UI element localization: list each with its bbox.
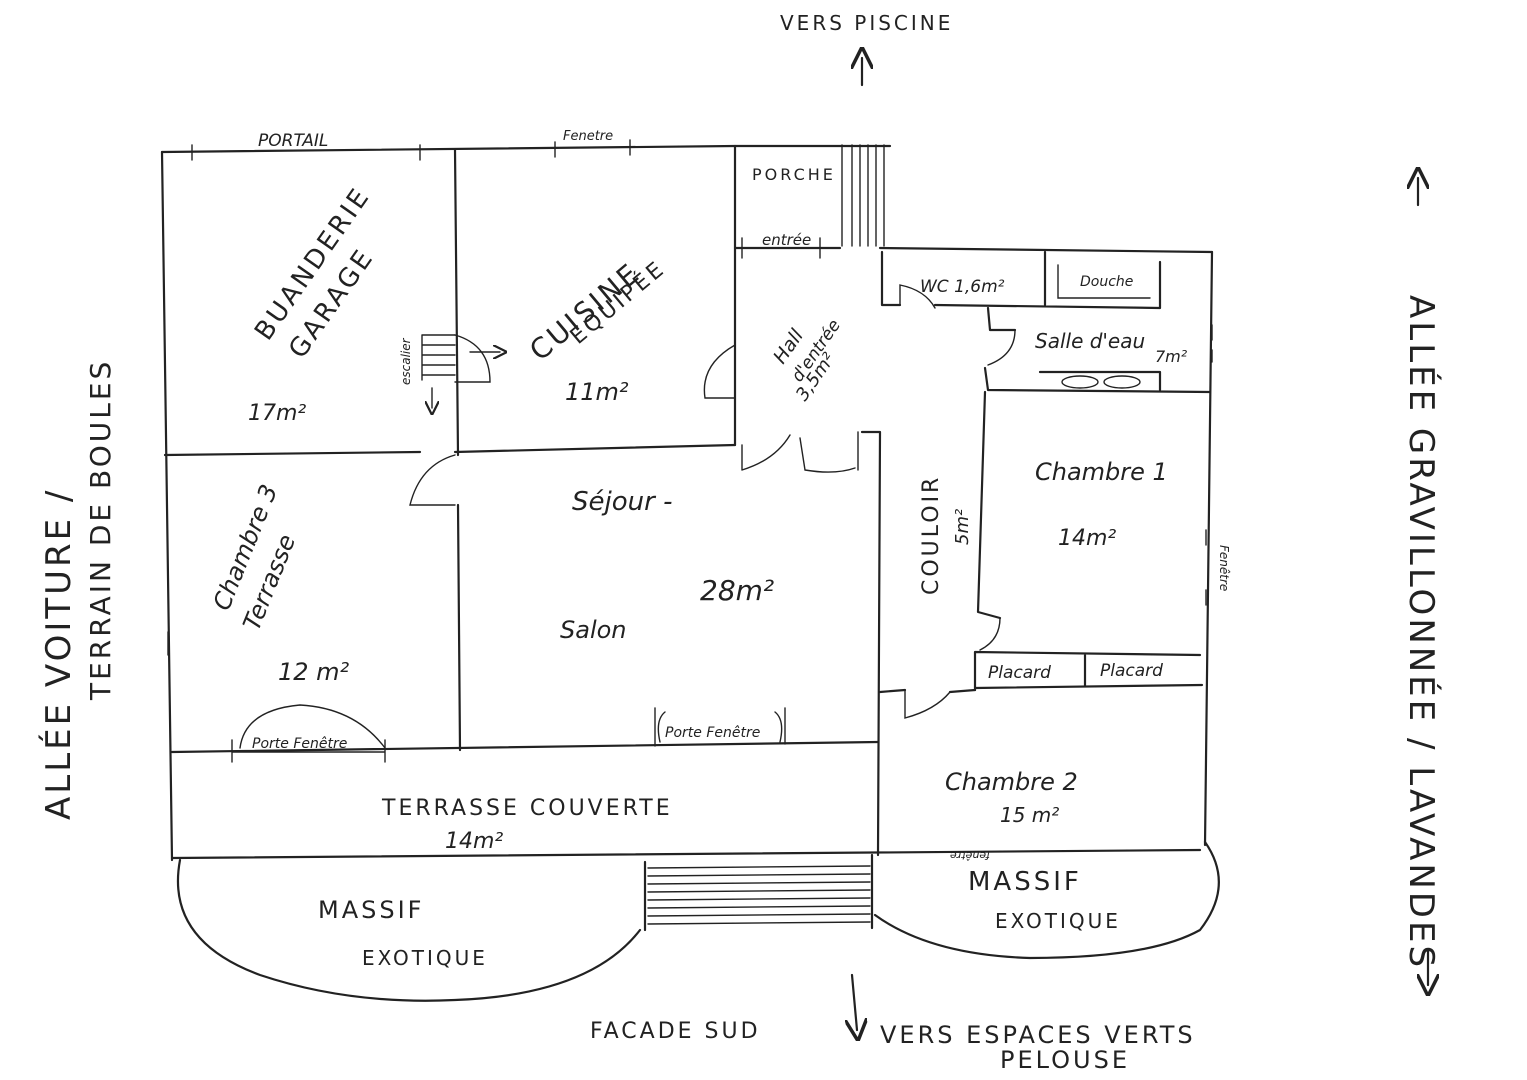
label-cuisine-area: 11m² — [565, 378, 629, 406]
opening-ticks — [167, 139, 1213, 763]
wall-east-block-north — [878, 246, 1214, 254]
massif-right-outline — [873, 840, 1220, 960]
label-douche: Douche — [1080, 274, 1133, 290]
label-pelouse: PELOUSE — [1000, 1046, 1130, 1074]
label-couloir-area: 5m² — [952, 509, 973, 545]
label-sejour: Séjour - — [572, 487, 672, 517]
label-massif-right: MASSIF — [968, 867, 1082, 897]
label-placard-2: Placard — [1100, 661, 1163, 681]
wall-buanderie-chambre3 — [163, 443, 737, 457]
label-sejour-area: 28m² — [700, 574, 774, 607]
wall-buanderie-cuisine — [453, 148, 460, 457]
label-fenetre-right: Fenêtre — [1217, 545, 1231, 591]
interior-stair — [421, 334, 500, 408]
label-fenetre-bottom: fenêtre — [950, 849, 990, 862]
label-terrasse-couverte: TERRASSE COUVERTE — [381, 796, 673, 821]
label-escalier: escalier — [399, 337, 413, 385]
label-couloir: COULOIR — [919, 475, 944, 595]
label-entree: entrée — [762, 231, 811, 249]
label-chambre2: Chambre 2 — [945, 768, 1078, 796]
wall-chambre3-sejour — [456, 503, 462, 752]
porch-stairs — [841, 144, 885, 247]
label-porte-fenetre-1: Porte Fenêtre — [252, 736, 347, 752]
label-allee-voiture: ALLÉE VOITURE / — [38, 488, 79, 820]
label-salon: Salon — [560, 616, 627, 644]
wall-porche — [733, 144, 892, 447]
door-swings — [239, 284, 1016, 749]
label-porte-fenetre-2: Porte Fenêtre — [665, 725, 760, 741]
label-chambre2-area: 15 m² — [1000, 803, 1059, 827]
label-chambre1-area: 14m² — [1058, 526, 1116, 551]
label-vers-espaces-verts: VERS ESPACES VERTS — [880, 1021, 1196, 1049]
label-salle-eau-area: 7m² — [1155, 347, 1188, 366]
label-placard-1: Placard — [988, 663, 1051, 683]
wall-salle-eau — [983, 306, 1212, 394]
label-vers-piscine: VERS PISCINE — [780, 11, 953, 35]
south-stairs — [643, 853, 874, 932]
wall-east — [1203, 250, 1214, 847]
label-porche: PORCHE — [752, 165, 836, 184]
label-terrain-boules: TERRAIN DE BOULES — [84, 359, 117, 701]
wall-chambre2-north — [878, 688, 977, 694]
wall-west — [160, 150, 174, 862]
wall-wc — [880, 250, 1162, 310]
wall-north-left — [160, 144, 737, 154]
label-chambre3-area: 12 m² — [278, 658, 350, 686]
label-facade-sud: FACADE SUD — [590, 1019, 761, 1044]
label-exotique-right: EXOTIQUE — [995, 909, 1121, 933]
label-massif-left: MASSIF — [318, 896, 424, 924]
massif-left-outline — [176, 858, 642, 1002]
arrow-south-icon — [852, 973, 857, 1030]
label-fenetre-top: Fenetre — [563, 129, 613, 144]
direction-arrows — [852, 58, 1428, 1030]
label-buanderie-area: 17m² — [248, 401, 306, 426]
walls — [160, 144, 1214, 862]
sanitary-fixtures — [1057, 264, 1151, 389]
label-wc: WC 1,6m² — [920, 277, 1005, 297]
wall-placard — [973, 650, 1204, 692]
wall-chambre1-west — [976, 390, 1002, 620]
label-terrasse-area: 14m² — [445, 829, 503, 854]
label-chambre1: Chambre 1 — [1035, 458, 1168, 486]
wall-couloir-west — [860, 430, 882, 857]
label-portail: PORTAIL — [258, 131, 328, 151]
label-salle-eau: Salle d'eau — [1035, 329, 1145, 353]
label-cuisine: CUISINE — [523, 256, 647, 367]
wall-south-rooms — [170, 740, 880, 754]
label-exotique-left: EXOTIQUE — [362, 946, 488, 970]
garden-beds — [176, 840, 1220, 1002]
wall-terrasse-south — [170, 848, 1202, 860]
label-allee-gravillonnee: ALLÉE GRAVILLONNÉE / LAVANDES — [1401, 295, 1442, 970]
